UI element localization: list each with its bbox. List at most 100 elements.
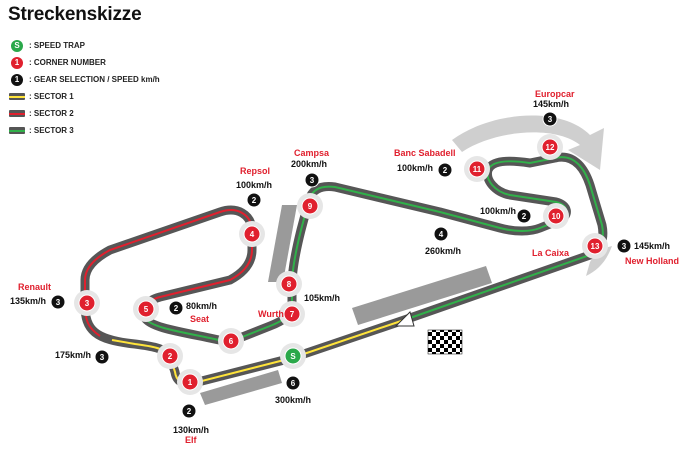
speed-trap-speed: 300km/h	[275, 395, 311, 405]
legend-label: : SECTOR 2	[29, 109, 74, 118]
sector-2-icon	[9, 110, 25, 117]
corner-2-marker	[161, 347, 179, 365]
corner-13-speed: 145km/h	[634, 241, 670, 251]
corner-11-gear-badge	[437, 162, 453, 178]
speed-trap-gear: 6	[291, 379, 296, 388]
legend-sector-1: : SECTOR 1	[9, 88, 160, 105]
corner-1-gear-badge	[181, 403, 197, 419]
legend-label: : GEAR SELECTION / SPEED km/h	[29, 75, 160, 84]
legend-speed-trap: S : SPEED TRAP	[9, 37, 160, 54]
corner-5-marker	[137, 300, 155, 318]
corner-4-name: Repsol	[240, 166, 270, 176]
legend-sector-2: : SECTOR 2	[9, 105, 160, 122]
corner-12-name: Europcar	[535, 89, 575, 99]
corner-13-gear: 3	[622, 242, 627, 251]
corner-3-gear-badge	[50, 294, 66, 310]
corner-10-number: 10	[552, 212, 561, 221]
legend-label: : SECTOR 1	[29, 92, 74, 101]
corner-4-number: 4	[250, 230, 255, 239]
corner-1-name: Elf	[185, 435, 198, 445]
corner-12-marker	[541, 138, 559, 156]
sector-3-icon	[9, 127, 25, 134]
corner-4-gear: 2	[252, 196, 257, 205]
sector-2-line	[84, 209, 253, 337]
corner-7-name: Wurth	[258, 309, 284, 319]
corner-8-number: 8	[287, 280, 292, 289]
corner-3-speed: 135km/h	[10, 296, 46, 306]
corner-9-gear: 3	[310, 176, 315, 185]
legend-corner-number: 1 : CORNER NUMBER	[9, 54, 160, 71]
corner-11-gear: 2	[443, 166, 448, 175]
corner-3-name: Renault	[18, 282, 51, 292]
corner-13-marker	[586, 237, 604, 255]
corner-11-number: 11	[473, 165, 482, 174]
corner-1-gear: 2	[187, 407, 192, 416]
speed-trap-marker	[284, 347, 302, 365]
corner-6-marker	[222, 332, 240, 350]
straight-speed: 260km/h	[425, 246, 461, 256]
corner-5-speed: 80km/h	[186, 301, 217, 311]
corner-10-marker	[547, 207, 565, 225]
corner-10-name: La Caixa	[532, 248, 570, 258]
corner-6-number: 6	[229, 337, 234, 346]
corner-10-speed: 100km/h	[480, 206, 516, 216]
corner-9-marker	[301, 197, 319, 215]
gear-selection-icon: 1	[9, 73, 25, 86]
corner-12-speed: 145km/h	[533, 99, 569, 109]
corner-3-marker	[78, 294, 96, 312]
runoff-areas	[200, 205, 492, 405]
page-title: Streckenskizze	[8, 4, 142, 25]
corner-5-number: 5	[144, 305, 149, 314]
corner-7-marker	[283, 305, 301, 323]
legend: S : SPEED TRAP 1 : CORNER NUMBER 1 : GEA…	[9, 37, 160, 139]
corner-4-gear-badge	[246, 192, 262, 208]
speed-trap-gear-badge	[285, 375, 301, 391]
corner-9-speed: 200km/h	[291, 159, 327, 169]
corner-9-number: 9	[308, 202, 313, 211]
corner-12-gear: 3	[548, 115, 553, 124]
legend-label: : CORNER NUMBER	[29, 58, 106, 67]
corner-3-number: 3	[85, 299, 90, 308]
corner-13-gear-badge	[616, 238, 632, 254]
legend-label: : SECTOR 3	[29, 126, 74, 135]
corner-2-speed: 175km/h	[55, 350, 91, 360]
corner-13-number: 13	[591, 242, 600, 251]
speed-trap-symbol: S	[290, 352, 296, 361]
corner-10-gear: 2	[522, 212, 527, 221]
legend-gear-selection: 1 : GEAR SELECTION / SPEED km/h	[9, 71, 160, 88]
labels: 130km/h Elf 175km/h Renault 135km/h Reps…	[10, 89, 679, 445]
legend-sector-3: : SECTOR 3	[9, 122, 160, 139]
corner-5-gear-badge	[168, 300, 184, 316]
start-finish-flag	[394, 311, 463, 355]
corner-2-gear: 3	[100, 353, 105, 362]
corner-9-name: Campsa	[294, 148, 330, 158]
corner-5-name: Seat	[190, 314, 209, 324]
corner-4-marker	[243, 225, 261, 243]
corner-2-number: 2	[168, 352, 173, 361]
corner-3-gear: 3	[56, 298, 61, 307]
corner-12-number: 12	[546, 143, 555, 152]
corner-7-speed: 105km/h	[304, 293, 340, 303]
corner-4-speed: 100km/h	[236, 180, 272, 190]
corner-5-gear: 2	[174, 304, 179, 313]
corner-11-name: Banc Sabadell	[394, 148, 456, 158]
corner-8-marker	[280, 275, 298, 293]
corner-2-gear-badge	[94, 349, 110, 365]
straight-gear: 4	[439, 230, 444, 239]
straight-gear-badge	[433, 226, 449, 242]
corner-9-gear-badge	[304, 172, 320, 188]
corner-11-marker	[468, 160, 486, 178]
corner-12-gear-badge	[542, 111, 558, 127]
corner-number-icon: 1	[9, 56, 25, 69]
corner-11-speed: 100km/h	[397, 163, 433, 173]
corner-1-number: 1	[188, 378, 193, 387]
sector-1-icon	[9, 93, 25, 100]
corner-13-name: New Holland	[625, 256, 679, 266]
legend-label: : SPEED TRAP	[29, 41, 86, 50]
corner-10-gear-badge	[516, 208, 532, 224]
corner-1-marker	[181, 373, 199, 391]
corner-1-speed: 130km/h	[173, 425, 209, 435]
corner-7-number: 7	[290, 310, 295, 319]
speed-trap-icon: S	[9, 39, 25, 52]
